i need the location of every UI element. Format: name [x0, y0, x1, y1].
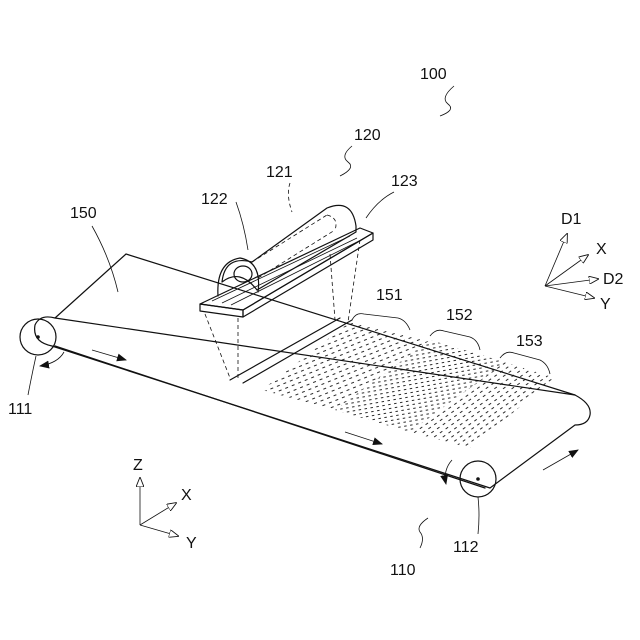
leader-112: [478, 497, 479, 534]
axis-label-d1: D1: [561, 211, 582, 228]
label-111: 111: [8, 401, 32, 418]
leader-111: [28, 356, 36, 395]
label-110: 110: [390, 562, 416, 579]
rotation-arrow-right: [445, 460, 452, 484]
axes-detail: [545, 234, 598, 298]
base-plate-groove-1: [212, 236, 350, 301]
lamp-tube-end: [327, 215, 336, 230]
label-153: 153: [516, 333, 543, 350]
roller-112: [460, 461, 496, 497]
label-121: 121: [266, 164, 293, 181]
leader-110: [419, 518, 428, 548]
leader-100: [440, 86, 454, 116]
axis-label-x: X: [181, 487, 192, 504]
direction-arrow-3: [543, 450, 578, 470]
label-152: 152: [446, 307, 473, 324]
label-123: 123: [391, 173, 418, 190]
leader-150: [92, 226, 118, 292]
leader-121: [288, 183, 292, 212]
axis-label-y: Y: [186, 535, 197, 552]
leader-123: [366, 192, 394, 218]
label-122: 122: [201, 191, 228, 208]
light-cone-left-a: [205, 314, 230, 378]
base-plate-groove-3: [231, 239, 363, 305]
label-151: 151: [376, 287, 403, 304]
axis-label-z: Z: [133, 457, 143, 474]
label-100: 100: [420, 66, 447, 83]
axis-label-d2: D2: [603, 271, 624, 288]
housing-body: [222, 205, 356, 290]
axis-label-detail-x: X: [596, 241, 607, 258]
direction-arrow-1: [92, 350, 126, 360]
roller-111: [20, 319, 56, 355]
base-plate-side: [200, 304, 243, 317]
leader-122: [236, 202, 248, 250]
axes-main: [140, 478, 178, 536]
light-cone-right-b: [348, 240, 360, 322]
label-120: 120: [354, 127, 381, 144]
axis-label-detail-y: Y: [600, 296, 611, 313]
lamp-end-cap: [234, 266, 252, 282]
label-112: 112: [453, 539, 479, 556]
label-150: 150: [70, 205, 97, 222]
base-plate-end: [243, 233, 373, 317]
leader-120: [340, 146, 352, 176]
